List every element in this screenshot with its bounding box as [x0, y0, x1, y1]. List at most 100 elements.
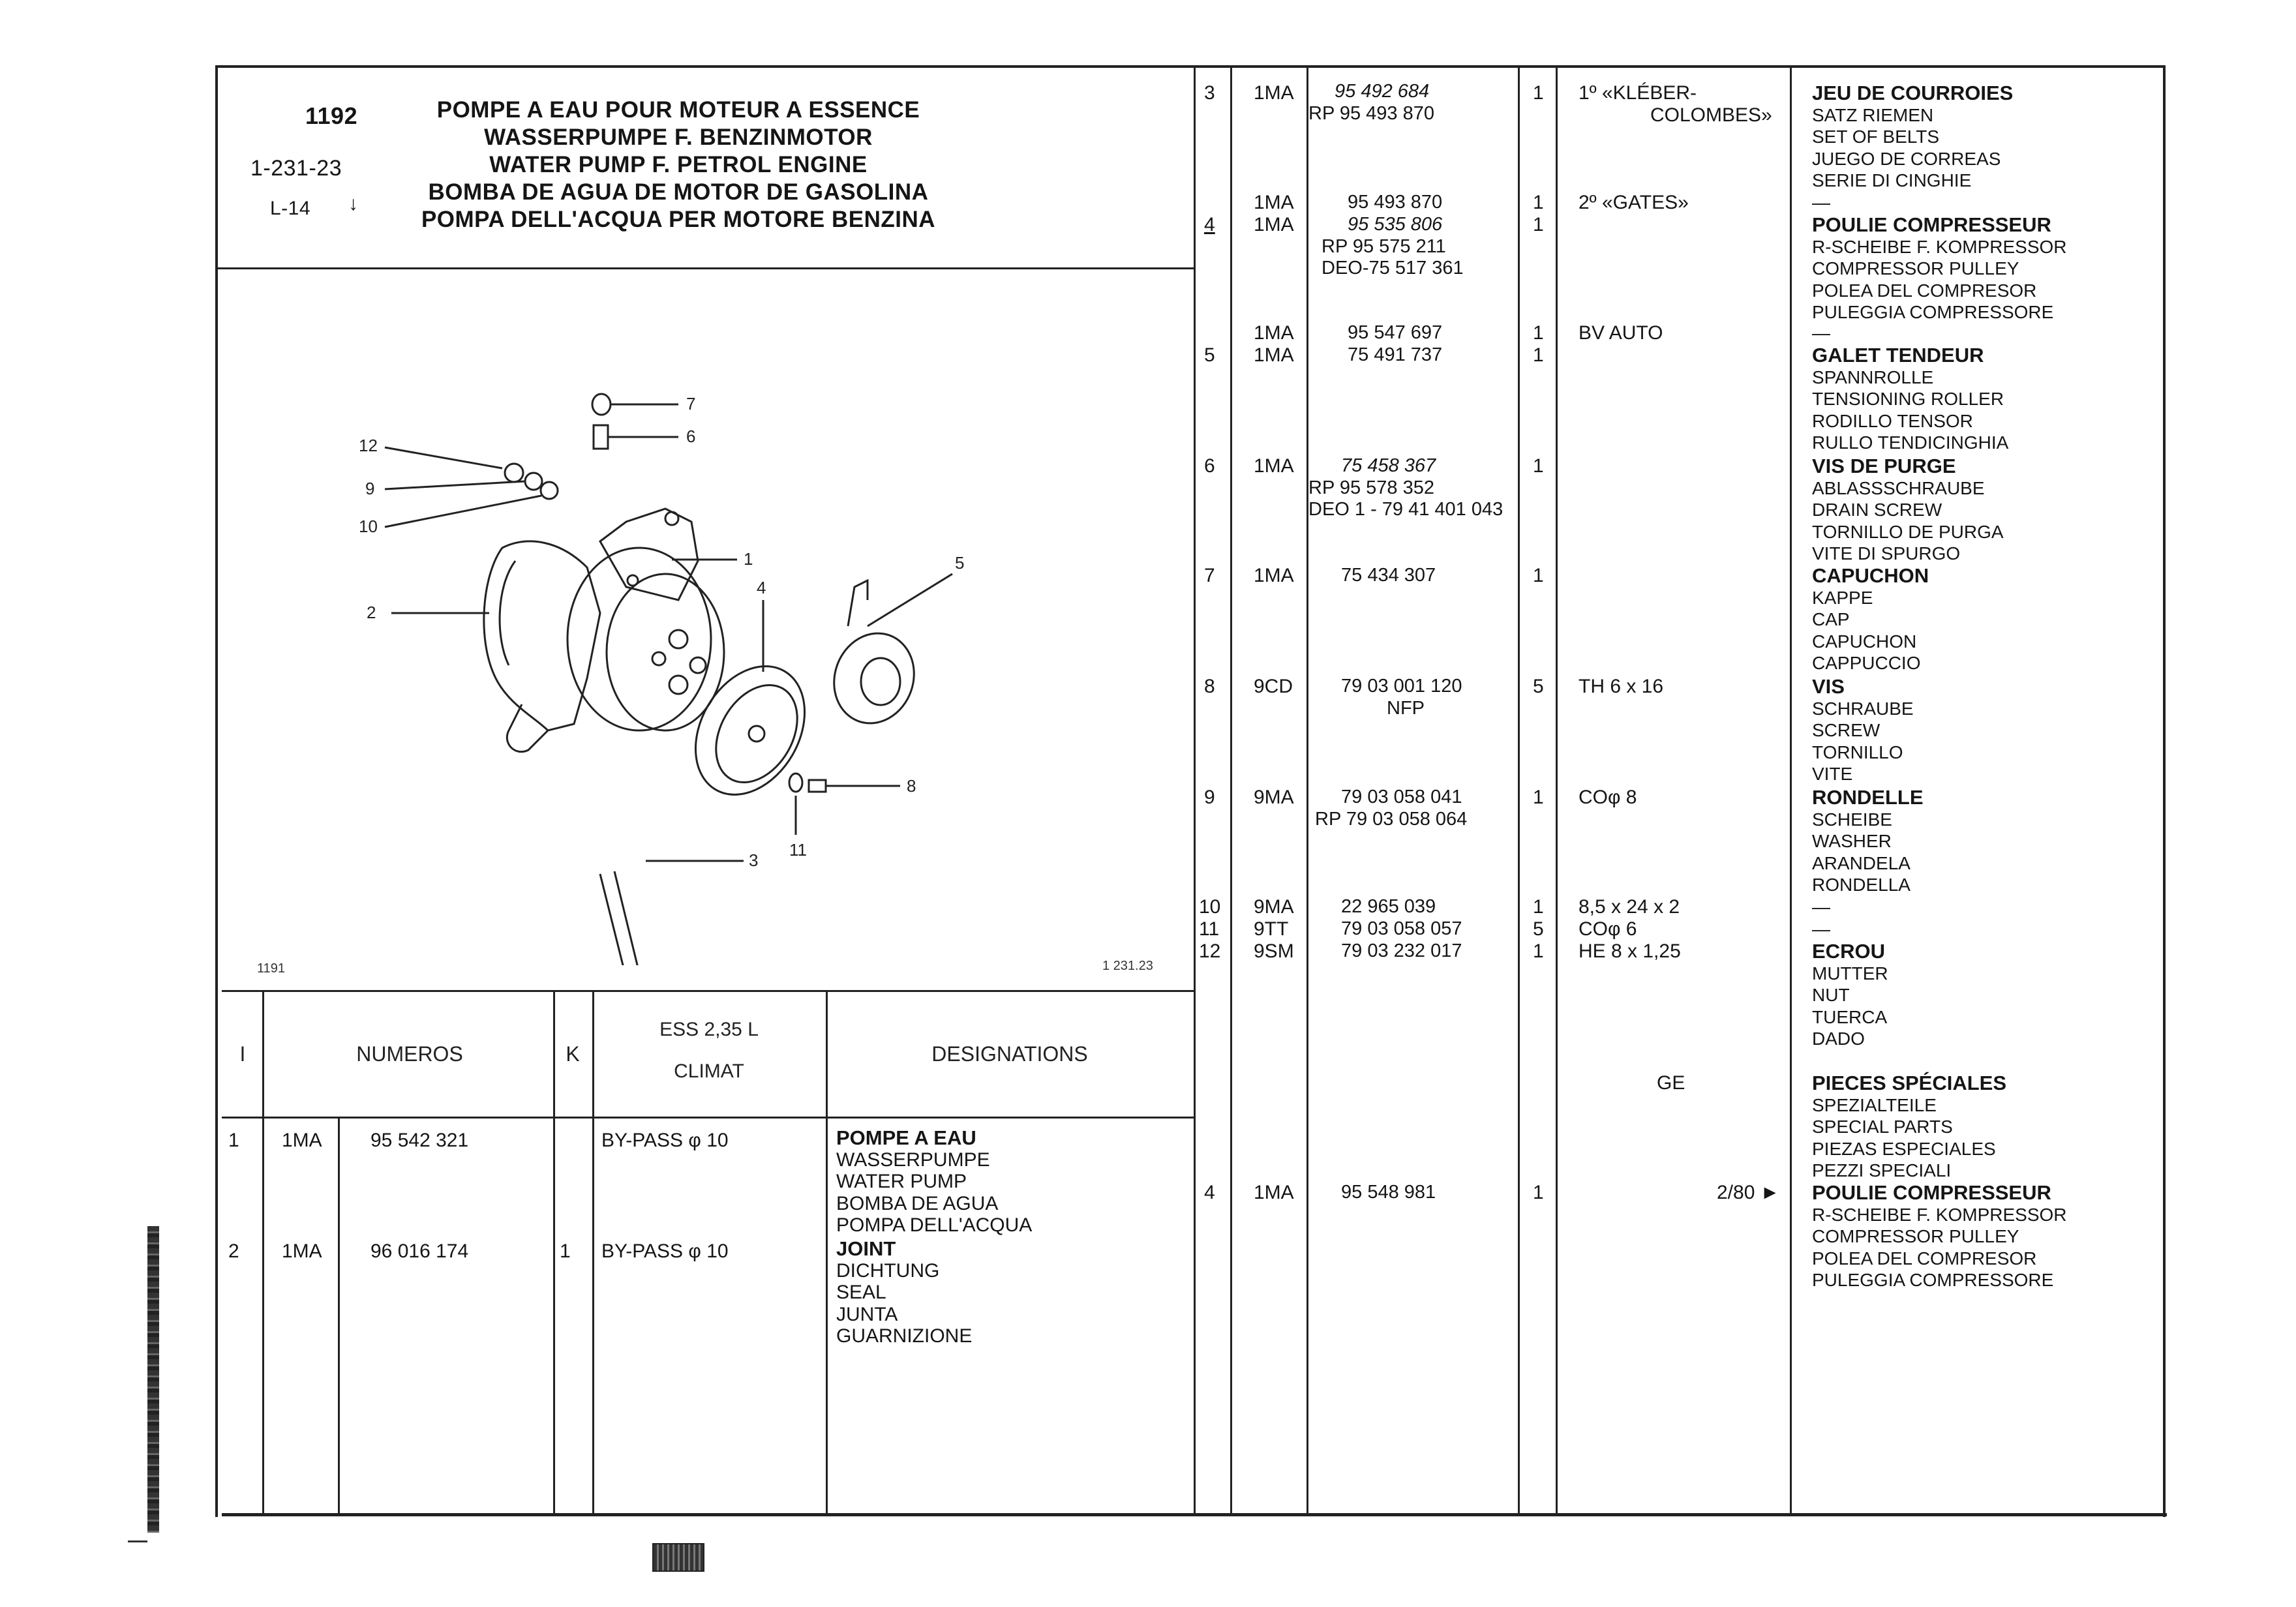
part-number: 79 03 001 120	[1341, 676, 1462, 697]
variant-line: COφ 6	[1578, 918, 1637, 940]
designation-line: TORNILLO DE PURGA	[1812, 521, 2004, 542]
callout-5: 5	[955, 553, 964, 573]
tensioner-bracket	[847, 578, 869, 627]
r-code: 9TT	[1254, 918, 1289, 940]
part-number: 22 965 039	[1341, 896, 1436, 917]
r-designation: —	[1812, 192, 1830, 214]
page-title-es: BOMBA DE AGUA DE MOTOR DE GASOLINA	[428, 179, 929, 205]
designation-line: POULIE COMPRESSEUR	[1812, 213, 2051, 236]
r-k: 1	[1533, 940, 1544, 962]
r-k: 1	[1533, 82, 1544, 104]
r-designation: GALET TENDEUR SPANNROLLE TENSIONING ROLL…	[1812, 344, 2008, 454]
r-item-6: 6	[1204, 455, 1215, 477]
r-code: 1MA	[1254, 192, 1294, 213]
scan-dash-mark	[128, 1540, 147, 1542]
r-k: 5	[1533, 918, 1544, 940]
col-divider	[1230, 65, 1232, 1514]
page-title-it: POMPA DELL'ACQUA PER MOTORE BENZINA	[421, 207, 936, 232]
col-divider	[1307, 65, 1308, 1514]
designation-line: POLEA DEL COMPRESOR	[1812, 1248, 2037, 1269]
callout-4: 4	[757, 578, 766, 597]
variant-line: COφ 8	[1578, 787, 1637, 808]
designation-line: TENSIONING ROLLER	[1812, 389, 2004, 409]
r-variant: COφ 6	[1578, 918, 1637, 940]
level-arrow: ↓	[348, 193, 358, 215]
header-index: I	[239, 1042, 246, 1066]
part-number: RP 79 03 058 064	[1315, 808, 1468, 830]
r-variant: 1º «KLÉBER- COLOMBES»	[1578, 82, 1772, 126]
row1-number: 95 542 321	[370, 1130, 469, 1151]
part-number: 79 03 232 017	[1341, 940, 1462, 961]
hub-bolt	[689, 656, 707, 674]
header-k: K	[566, 1042, 580, 1066]
r-variant-ge: GE	[1657, 1072, 1685, 1094]
tensioner-center	[860, 657, 901, 706]
row2-code: 1MA	[282, 1240, 322, 1262]
r-designation: —	[1812, 322, 1830, 344]
drain-screw-part	[592, 424, 609, 450]
row1-variant: BY-PASS φ 10	[601, 1130, 729, 1151]
row2-item: 2	[228, 1240, 239, 1262]
row1-item: 1	[228, 1130, 239, 1151]
bottom-rule	[222, 1513, 2167, 1516]
diagram-code-right: 1 231.23	[1102, 959, 1153, 973]
col-divider	[1790, 65, 1792, 1514]
designation-line: DADO	[1812, 1029, 1865, 1049]
designation-line: PIEZAS ESPECIALES	[1812, 1138, 1996, 1159]
part-number: DEO 1 - 79 41 401 043	[1308, 499, 1503, 520]
designation-line: SPANNROLLE	[1812, 367, 1934, 387]
variant-line: COLOMBES»	[1650, 104, 1772, 126]
designation-line: BOMBA DE AGUA	[836, 1192, 999, 1214]
designation-line: R-SCHEIBE F. KOMPRESSOR	[1812, 1204, 2067, 1225]
r-numbers: 95 548 981	[1308, 1182, 1436, 1204]
r-item-8: 8	[1204, 676, 1215, 697]
r-item-9: 9	[1204, 787, 1215, 808]
part-number: 95 547 697	[1348, 322, 1443, 343]
variant-line: HE 8 x 1,25	[1578, 940, 1681, 962]
designation-line: ABLASSSCHRAUBE	[1812, 477, 1985, 498]
part-number: 79 03 058 057	[1341, 918, 1462, 939]
part-number: 75 434 307	[1341, 565, 1436, 586]
pulley-center	[748, 725, 766, 743]
variant-line: 8,5 x 24 x 2	[1578, 896, 1680, 918]
designation-line: SATZ RIEMEN	[1812, 104, 1934, 125]
row2-k: 1	[560, 1240, 571, 1262]
col-divider	[1518, 65, 1520, 1514]
pulley-inner	[715, 683, 798, 784]
r-numbers: 22 965 039	[1308, 896, 1436, 918]
designation-line: SEAL	[836, 1282, 886, 1303]
col-divider	[553, 990, 555, 1513]
r-variant: COφ 8	[1578, 787, 1637, 809]
r-numbers: 79 03 058 041 RP 79 03 058 064	[1308, 787, 1467, 830]
r-item-4: 4	[1204, 214, 1215, 235]
r-k: 1	[1533, 1182, 1544, 1203]
r-item-12: 12	[1199, 940, 1221, 962]
designation-line: CAP	[1812, 609, 1850, 629]
r-numbers: 79 03 232 017	[1308, 940, 1462, 963]
designation-line: CAPPUCCIO	[1812, 653, 1921, 673]
designation-line: KAPPE	[1812, 587, 1873, 608]
r-k: 1	[1533, 214, 1544, 235]
page-number: 1192	[305, 102, 358, 129]
r-variant: 2/80 ►	[1717, 1182, 1779, 1204]
washer-part	[524, 472, 543, 491]
r-variant: 8,5 x 24 x 2	[1578, 896, 1680, 918]
washer-part	[788, 772, 804, 793]
r-code: 9MA	[1254, 896, 1294, 918]
col-divider	[262, 990, 264, 1513]
page-title-de: WASSERPUMPE F. BENZINMOTOR	[484, 125, 873, 150]
r-item-5: 5	[1204, 344, 1215, 366]
level-mark: L-14	[270, 198, 311, 219]
col-divider	[338, 1117, 340, 1513]
table-header-divider	[222, 1117, 1194, 1119]
designation-line: TORNILLO	[1812, 742, 1903, 762]
designation-line: PEZZI SPECIALI	[1812, 1160, 1952, 1180]
r-item-3: 3	[1204, 82, 1215, 104]
r-k: 1	[1533, 344, 1544, 366]
designation-line: POMPA DELL'ACQUA	[836, 1214, 1033, 1236]
r-designation: VIS DE PURGE ABLASSSCHRAUBE DRAIN SCREW …	[1812, 455, 2004, 565]
r-numbers: 75 458 367 RP 95 578 352 DEO 1 - 79 41 4…	[1308, 455, 1503, 521]
header-variant-line2: CLIMAT	[674, 1060, 744, 1082]
designation-line: JOINT	[836, 1237, 896, 1260]
r-numbers: 75 491 737	[1308, 344, 1442, 367]
